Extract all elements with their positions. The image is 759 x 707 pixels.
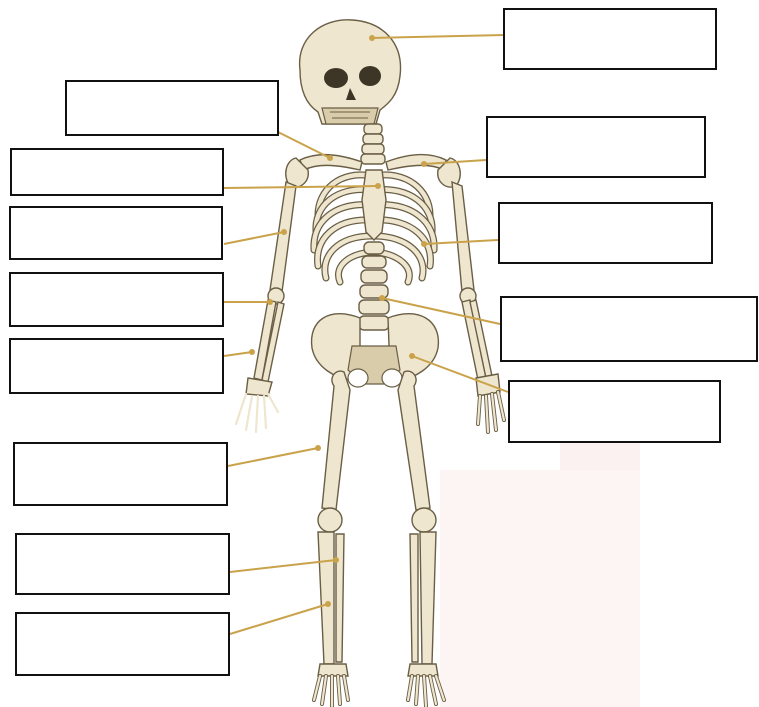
leader-pelvis bbox=[412, 356, 508, 392]
leader-skull bbox=[372, 35, 504, 38]
leader-fibula bbox=[230, 604, 328, 634]
label-box-clavicle[interactable] bbox=[65, 80, 279, 136]
label-box-tibia[interactable] bbox=[15, 533, 230, 595]
leader-femur bbox=[228, 448, 318, 466]
label-box-ulna[interactable] bbox=[9, 272, 224, 327]
label-box-spine[interactable] bbox=[500, 296, 758, 362]
label-box-fibula[interactable] bbox=[15, 612, 230, 676]
right-leg bbox=[398, 371, 444, 706]
neck-vertebrae bbox=[361, 124, 385, 164]
leader-radius bbox=[224, 352, 252, 356]
skull-bone bbox=[300, 20, 401, 124]
label-box-humerus[interactable] bbox=[9, 206, 223, 260]
label-box-ribs[interactable] bbox=[498, 202, 713, 264]
leader-clavicle bbox=[278, 132, 330, 158]
label-box-radius[interactable] bbox=[9, 338, 224, 394]
label-box-scapula[interactable] bbox=[486, 116, 706, 178]
label-box-femur[interactable] bbox=[13, 442, 228, 506]
label-box-skull[interactable] bbox=[503, 8, 717, 70]
left-arm bbox=[236, 182, 296, 432]
leader-humerus bbox=[224, 232, 284, 244]
label-box-pelvis[interactable] bbox=[508, 380, 721, 443]
sternum-bone bbox=[362, 170, 386, 240]
right-arm bbox=[452, 182, 504, 432]
label-box-sternum[interactable] bbox=[10, 148, 224, 196]
left-leg bbox=[314, 371, 350, 706]
background-page bbox=[440, 420, 640, 707]
